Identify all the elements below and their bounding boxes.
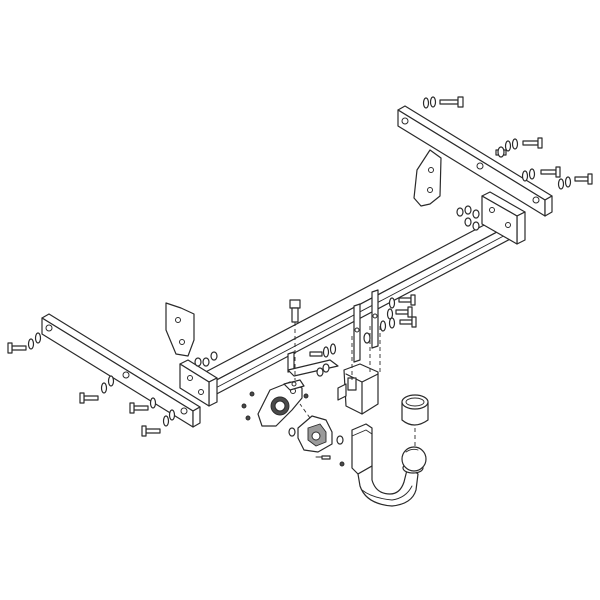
crossbar-end-plate-left xyxy=(179,359,218,407)
bolts-center-cluster xyxy=(309,294,417,377)
ball-receiver-housing xyxy=(337,363,379,415)
tow-ball-cap xyxy=(401,394,429,446)
left-reinforcement-plate xyxy=(165,302,195,357)
right-side-bracket xyxy=(397,105,553,217)
assembly-guide-lines xyxy=(299,326,381,419)
nuts-right-endplate xyxy=(456,205,480,231)
bolts-right-cluster xyxy=(495,137,593,190)
socket-plate-bracket xyxy=(257,379,305,427)
bolt-top-right xyxy=(422,96,464,109)
small-screws xyxy=(241,391,309,421)
nuts-left-endplate xyxy=(194,351,218,367)
lock-socket xyxy=(288,415,344,453)
detachable-tow-ball-neck xyxy=(351,423,427,507)
crossbar-end-plate-right xyxy=(481,191,526,245)
bolt-lock-socket xyxy=(315,455,345,467)
bolts-left-cluster xyxy=(7,332,176,437)
right-reinforcement-plate xyxy=(413,149,442,207)
bolt-center-vertical xyxy=(289,299,301,380)
